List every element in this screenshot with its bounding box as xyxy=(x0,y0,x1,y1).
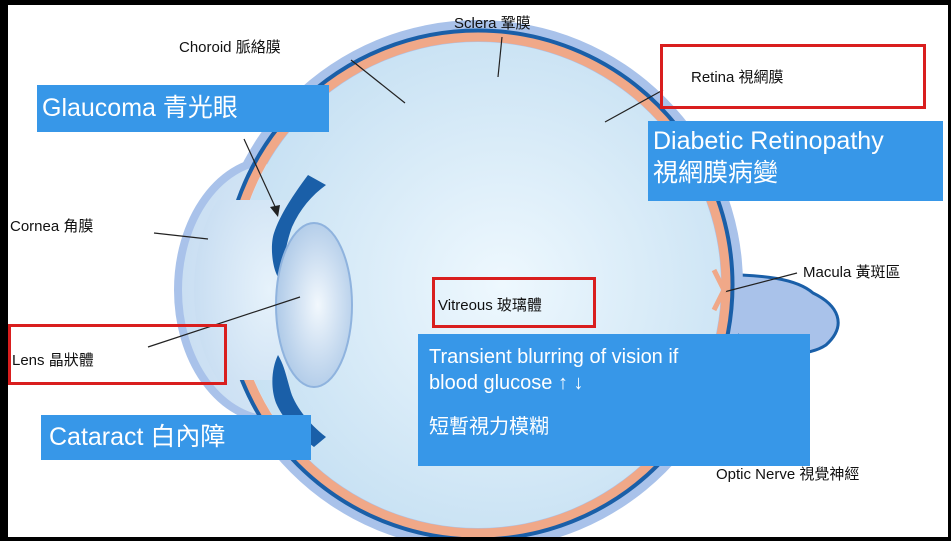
iris-upper xyxy=(271,175,326,277)
glaucoma-arrowhead xyxy=(270,205,280,217)
callout-diabetic-line2: 視網膜病變 xyxy=(653,159,779,187)
label-optic-nerve: Optic Nerve 視覺神經 xyxy=(716,466,860,483)
callout-cataract: Cataract 白內障 xyxy=(41,415,311,460)
leader-macula xyxy=(723,272,798,293)
label-sclera: Sclera 鞏膜 xyxy=(454,15,531,32)
callout-glaucoma-text: Glaucoma 青光眼 xyxy=(42,94,238,122)
callout-diabetic-line1: Diabetic Retinopathy xyxy=(653,127,884,155)
lens-shape xyxy=(275,222,353,388)
label-macula: Macula 黃斑區 xyxy=(803,264,901,281)
leader-retina xyxy=(604,89,664,123)
callout-diabetic-retinopathy: Diabetic Retinopathy 視網膜病變 xyxy=(648,121,943,201)
callout-cataract-text: Cataract 白內障 xyxy=(49,423,226,451)
highlight-vitreous xyxy=(432,277,596,328)
highlight-lens xyxy=(8,324,227,385)
label-retina: Retina 視網膜 xyxy=(691,69,784,86)
highlight-retina xyxy=(660,44,926,109)
leader-lens xyxy=(147,296,301,348)
label-cornea: Cornea 角膜 xyxy=(10,218,94,235)
leader-cornea xyxy=(153,232,209,240)
callout-glaucoma: Glaucoma 青光眼 xyxy=(37,85,329,132)
callout-blurring-line3: 短暫視力模糊 xyxy=(429,416,549,438)
diagram-panel: Choroid 脈絡膜 Sclera 鞏膜 Retina 視網膜 Cornea … xyxy=(8,5,948,537)
macula-notch xyxy=(711,268,727,312)
label-lens: Lens 晶狀體 xyxy=(12,352,94,369)
leader-sclera xyxy=(497,36,503,78)
callout-blurring-line1: Transient blurring of vision if xyxy=(429,346,679,368)
callout-transient-blurring: Transient blurring of vision if blood gl… xyxy=(418,334,810,466)
label-choroid: Choroid 脈絡膜 xyxy=(179,39,281,56)
callout-blurring-line2: blood glucose ↑ ↓ xyxy=(429,372,584,394)
iris-lower xyxy=(272,355,326,447)
leader-glaucoma xyxy=(243,138,279,214)
label-vitreous: Vitreous 玻璃體 xyxy=(438,297,542,314)
leader-choroid xyxy=(350,59,406,104)
